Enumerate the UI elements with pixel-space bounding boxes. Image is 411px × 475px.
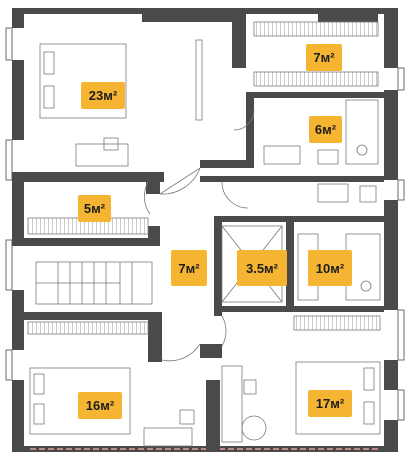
room-area-badge: 5м²	[78, 195, 111, 222]
desks	[75, 137, 267, 447]
bed-bottom-right	[295, 361, 381, 435]
room-area-badge: 17м²	[308, 390, 352, 417]
room-area-badge: 7м²	[306, 44, 342, 71]
room-area-badge: 7м²	[171, 250, 207, 286]
room-area-badge: 16м²	[78, 392, 122, 419]
staircase	[35, 261, 153, 305]
door-swings	[143, 109, 255, 362]
interior-walls	[12, 8, 384, 450]
room-area-badge: 3.5м²	[237, 250, 287, 286]
sliding-door	[195, 39, 203, 121]
bed-bottom-left	[29, 367, 131, 435]
room-area-badge: 10м²	[308, 250, 352, 286]
closets	[27, 21, 381, 335]
bed-top-left	[39, 43, 127, 119]
room-area-badge: 23м²	[81, 82, 125, 109]
room-area-badge: 6м²	[309, 116, 342, 143]
windows	[5, 27, 405, 450]
